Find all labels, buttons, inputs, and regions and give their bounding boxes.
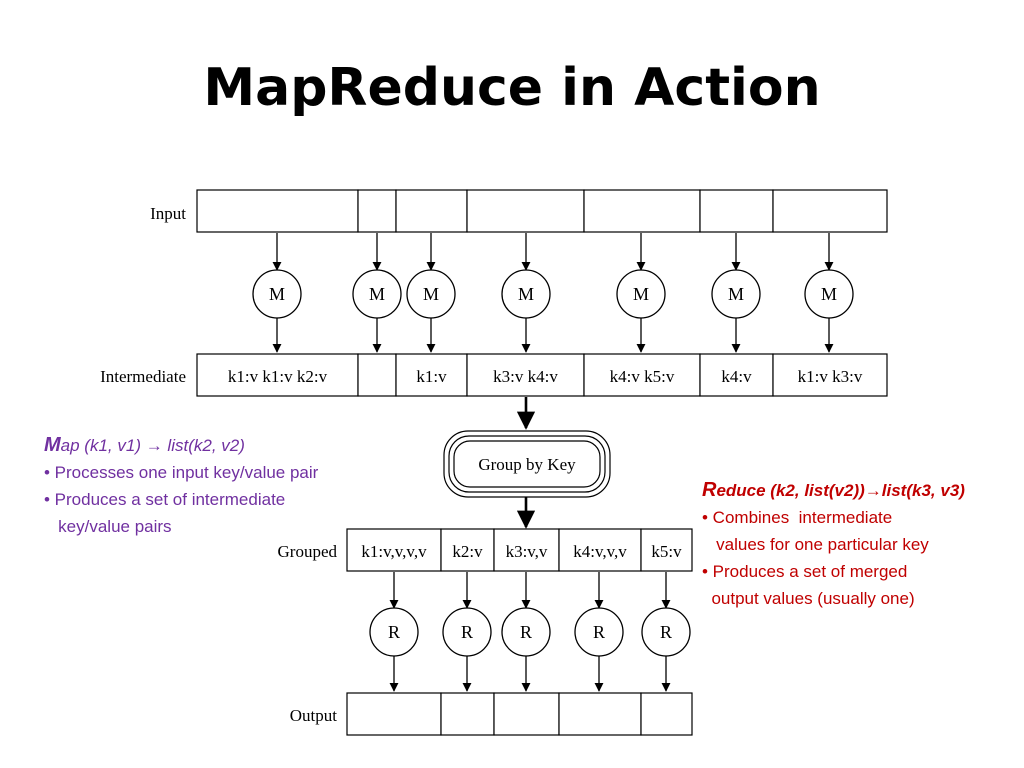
svg-text:M: M: [269, 284, 285, 304]
input-cell: [357, 189, 397, 233]
grouped-cell: [346, 528, 442, 572]
map-nodes: M M M M M M M: [252, 269, 854, 319]
map-note: Map (k1, v1) → list(k2, v2) • Processes …: [44, 432, 318, 540]
grouped-cell-text: k3:v,v: [506, 542, 548, 561]
reduce-node: R: [574, 607, 624, 657]
reduce-node: R: [501, 607, 551, 657]
intermediate-cell: [583, 353, 701, 397]
intermediate-cell: [699, 353, 774, 397]
reduce-note-line: output values (usually one): [702, 589, 915, 608]
input-cell: [395, 189, 468, 233]
svg-text:M: M: [821, 284, 837, 304]
map-note-heading: Map (k1, v1) → list(k2, v2): [44, 432, 318, 459]
input-row: [196, 189, 888, 233]
reduce-node: R: [442, 607, 492, 657]
reduce-node: R: [641, 607, 691, 657]
svg-text:M: M: [633, 284, 649, 304]
reduce-note-heading: Reduce (k2, list(v2))→list(k3, v3): [702, 477, 965, 504]
input-cell: [583, 189, 701, 233]
output-label: Output: [290, 706, 338, 725]
group-by-key-label: Group by Key: [478, 455, 576, 474]
reduce-note-signature: educe (k2, list(v2))→list(k3, v3): [716, 481, 965, 500]
svg-text:R: R: [660, 622, 672, 642]
map-note-line: • Produces a set of intermediate: [44, 490, 286, 509]
grouped-cell: [493, 528, 560, 572]
reduce-note: Reduce (k2, list(v2))→list(k3, v3) • Com…: [702, 477, 965, 612]
grouped-cell: [440, 528, 495, 572]
map-node: M: [711, 269, 761, 319]
grouped-cell-text: k2:v: [452, 542, 483, 561]
input-cell: [699, 189, 774, 233]
output-row: [346, 692, 693, 736]
reduce-note-initial: R: [702, 479, 717, 501]
intermediate-row: k1:v k1:v k2:v k1:v k3:v k4:v k4:v k5:v …: [196, 353, 888, 397]
output-cell: [493, 692, 560, 736]
intermediate-cell-text: k1:v k1:v k2:v: [228, 367, 328, 386]
intermediate-cell: [196, 353, 359, 397]
reduce-note-line: • Produces a set of merged: [702, 562, 908, 581]
map-note-signature: ap (k1, v1) → list(k2, v2): [60, 436, 245, 455]
grouped-row: k1:v,v,v,v k2:v k3:v,v k4:v,v,v k5:v: [346, 528, 693, 572]
output-cell: [440, 692, 495, 736]
map-node: M: [616, 269, 666, 319]
group-by-key-box: Group by Key: [443, 430, 611, 498]
svg-text:R: R: [593, 622, 605, 642]
input-cell: [466, 189, 585, 233]
output-cell: [558, 692, 642, 736]
input-cell: [196, 189, 359, 233]
map-node: M: [501, 269, 551, 319]
map-note-line: • Processes one input key/value pair: [44, 463, 319, 482]
intermediate-cell: [357, 353, 397, 397]
input-label: Input: [150, 204, 186, 223]
grouped-cell-text: k1:v,v,v,v: [361, 542, 427, 561]
map-node: M: [406, 269, 456, 319]
svg-text:M: M: [369, 284, 385, 304]
svg-text:M: M: [518, 284, 534, 304]
svg-text:R: R: [388, 622, 400, 642]
grouped-cell: [640, 528, 693, 572]
intermediate-cell-text: k1:v: [416, 367, 447, 386]
svg-text:R: R: [461, 622, 473, 642]
svg-text:M: M: [728, 284, 744, 304]
map-node: M: [804, 269, 854, 319]
reduce-nodes: R R R R R: [369, 607, 691, 657]
output-cell: [640, 692, 693, 736]
output-cell: [346, 692, 442, 736]
map-node: M: [252, 269, 302, 319]
intermediate-cell-text: k3:v k4:v: [493, 367, 558, 386]
intermediate-cell-text: k1:v k3:v: [798, 367, 863, 386]
grouped-cell-text: k4:v,v,v: [573, 542, 627, 561]
grouped-label: Grouped: [278, 542, 338, 561]
grouped-cell: [558, 528, 642, 572]
intermediate-cell-text: k4:v k5:v: [610, 367, 675, 386]
map-node: M: [352, 269, 402, 319]
map-note-initial: M: [44, 434, 61, 456]
reduce-note-line: • Combines intermediate: [702, 508, 893, 527]
svg-text:M: M: [423, 284, 439, 304]
input-to-map-arrows: [272, 233, 834, 271]
intermediate-cell: [772, 353, 888, 397]
grouped-to-reduce-arrows: [389, 572, 671, 609]
slide-title: MapReduce in Action: [203, 58, 821, 118]
reduce-node: R: [369, 607, 419, 657]
grouped-cell-text: k5:v: [651, 542, 682, 561]
map-note-line: key/value pairs: [44, 517, 172, 536]
reduce-note-line: values for one particular key: [702, 535, 929, 554]
intermediate-cell-text: k4:v: [721, 367, 752, 386]
map-to-intermediate-arrows: [272, 318, 834, 353]
reduce-to-output-arrows: [389, 656, 671, 692]
svg-text:R: R: [520, 622, 532, 642]
intermediate-label: Intermediate: [100, 367, 186, 386]
intermediate-cell: [466, 353, 585, 397]
input-cell: [772, 189, 888, 233]
